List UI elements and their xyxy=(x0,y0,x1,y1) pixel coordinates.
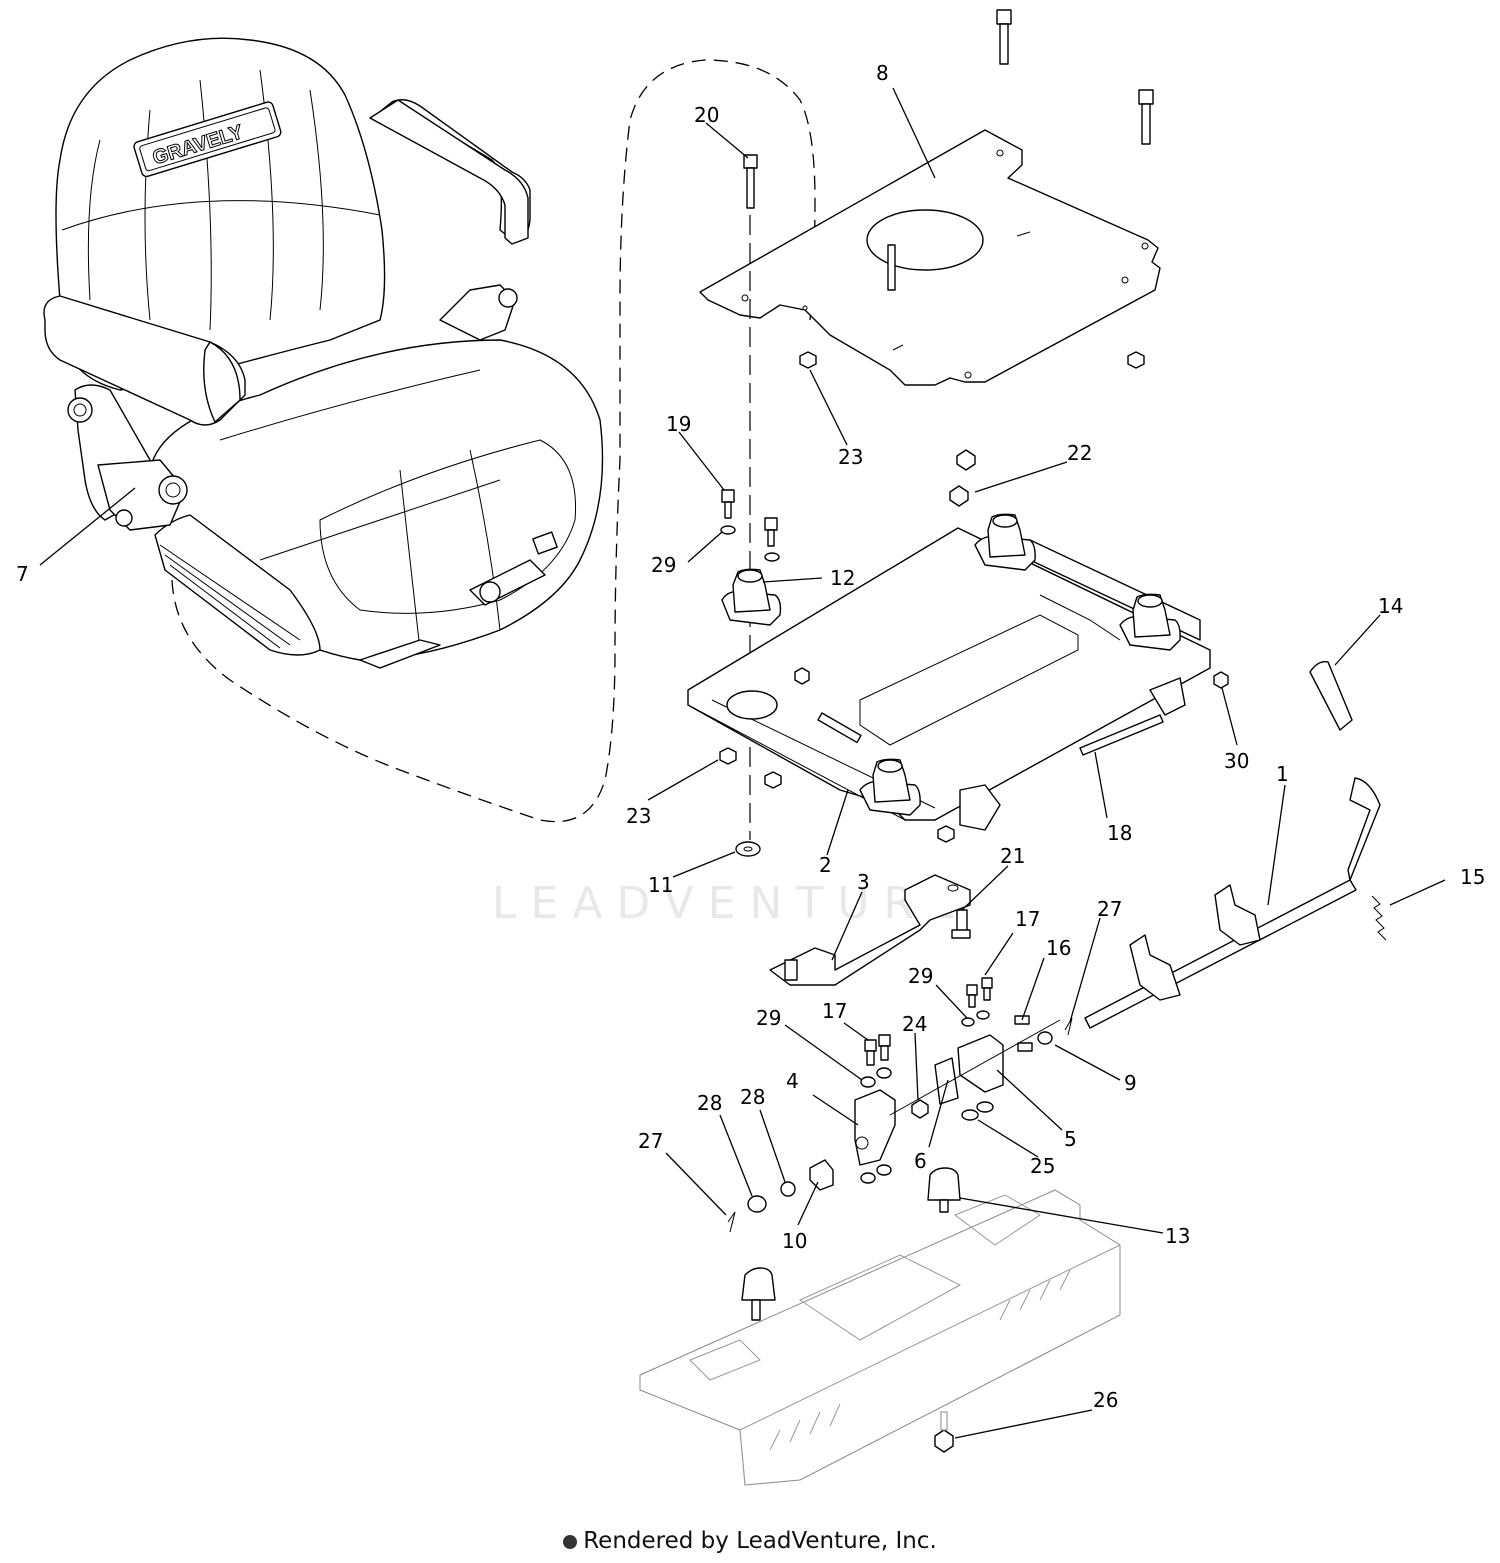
callout-30: 30 xyxy=(1224,749,1249,773)
callout-9: 9 xyxy=(1124,1071,1137,1095)
callout-2: 2 xyxy=(819,853,832,877)
callout-23-upper: 23 xyxy=(838,445,863,469)
callout-27-left: 27 xyxy=(638,1129,663,1153)
callout-23-lower: 23 xyxy=(626,804,651,828)
callout-28-right: 28 xyxy=(740,1085,765,1109)
callout-20: 20 xyxy=(694,103,719,127)
callout-29-lower: 29 xyxy=(756,1006,781,1030)
callout-25: 25 xyxy=(1030,1154,1055,1178)
top-bolts xyxy=(743,9,1154,369)
frame-hardware xyxy=(719,449,1353,857)
callout-17-upper: 17 xyxy=(1015,907,1040,931)
callout-24: 24 xyxy=(902,1012,927,1036)
callout-21: 21 xyxy=(1000,844,1025,868)
leader-lines xyxy=(39,87,1446,1439)
callout-29-upper: 29 xyxy=(651,553,676,577)
top-mounting-plate xyxy=(699,129,1161,386)
callout-labels: 1 2 3 4 5 6 7 8 9 10 11 12 13 14 15 16 1… xyxy=(16,61,1485,1412)
callout-29-middle: 29 xyxy=(908,964,933,988)
callout-6: 6 xyxy=(914,1149,927,1173)
callout-3: 3 xyxy=(857,870,870,894)
render-credit-footer: Rendered by LeadVenture, Inc. xyxy=(0,1528,1500,1554)
callout-8: 8 xyxy=(876,61,889,85)
callout-18: 18 xyxy=(1107,821,1132,845)
callout-13: 13 xyxy=(1165,1224,1190,1248)
callout-1: 1 xyxy=(1276,762,1289,786)
base-chassis-frame xyxy=(639,1189,1121,1486)
callout-10: 10 xyxy=(782,1229,807,1253)
callout-26: 26 xyxy=(1093,1388,1118,1412)
callout-12: 12 xyxy=(830,566,855,590)
callout-27-right: 27 xyxy=(1097,897,1122,921)
suspension-frame xyxy=(687,513,1229,843)
callout-28-left: 28 xyxy=(697,1091,722,1115)
leadventure-logo-icon xyxy=(563,1534,578,1549)
isolator-mounts xyxy=(721,513,1181,816)
callout-17-lower: 17 xyxy=(822,999,847,1023)
seat-illustration: GRAVELY xyxy=(43,37,604,669)
callout-11: 11 xyxy=(648,873,673,897)
seat-assembly-diagram: LEADVENTURE GRAVELY xyxy=(16,9,1485,1486)
watermark-text: LEADVENTURE xyxy=(492,878,970,929)
callout-15: 15 xyxy=(1460,865,1485,889)
callout-7: 7 xyxy=(16,562,29,586)
callout-19: 19 xyxy=(666,412,691,436)
callout-16: 16 xyxy=(1046,936,1071,960)
callout-5: 5 xyxy=(1064,1127,1077,1151)
callout-22: 22 xyxy=(1067,441,1092,465)
lower-linkage xyxy=(727,777,1387,1233)
callout-14: 14 xyxy=(1378,594,1403,618)
render-credit-text: Rendered by LeadVenture, Inc. xyxy=(583,1528,937,1554)
callout-4: 4 xyxy=(786,1069,799,1093)
